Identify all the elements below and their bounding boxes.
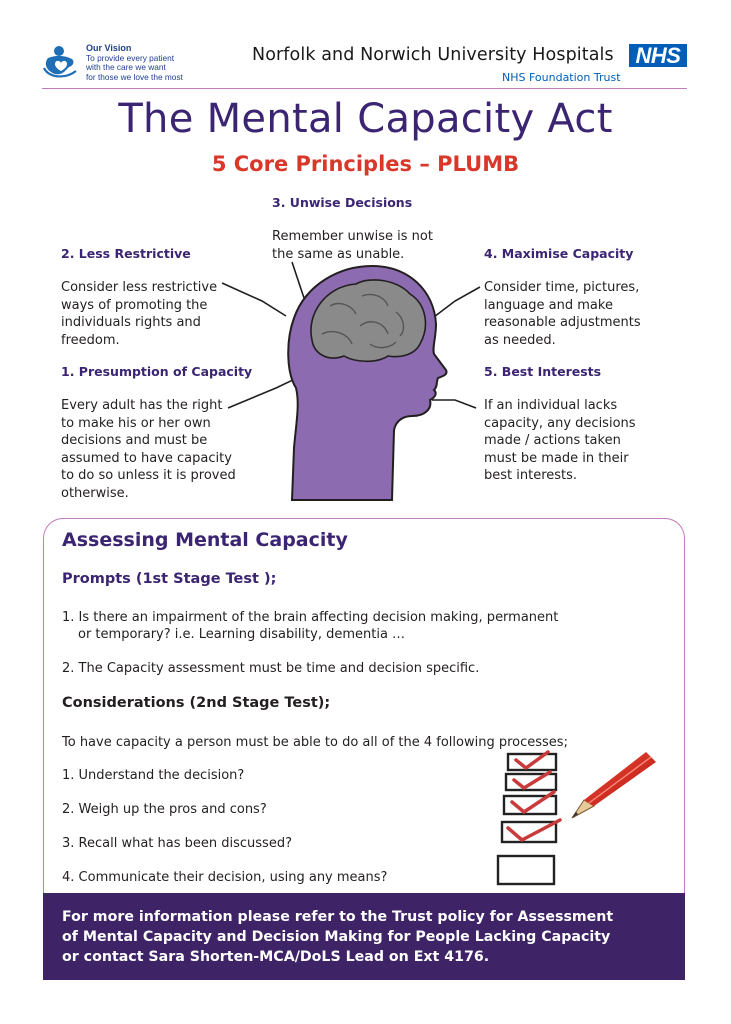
header-divider (42, 88, 687, 89)
vision-line: for those we love the most (86, 71, 183, 82)
vision-line: with the care we want (86, 62, 166, 72)
trust-name: NHS Foundation Trust (502, 71, 621, 84)
connector-line (432, 399, 477, 409)
brain-icon (310, 279, 427, 363)
page-title: The Mental Capacity Act (118, 96, 613, 142)
text-line: individuals rights and (61, 315, 201, 330)
considerations-intro: To have capacity a person must be able t… (62, 735, 568, 750)
principle-heading-maximise: 4. Maximise Capacity (484, 246, 634, 261)
process-item: 2. Weigh up the pros and cons? (62, 802, 267, 817)
footer-banner (43, 893, 685, 980)
principle-heading-unwise: 3. Unwise Decisions (272, 195, 413, 210)
footer-line: or contact Sara Shorten-MCA/DoLS Lead on… (62, 949, 490, 965)
organisation-name: Norfolk and Norwich University Hospitals (252, 45, 614, 65)
text-line: decisions and must be (61, 433, 208, 448)
principle-heading-presumption: 1. Presumption of Capacity (61, 364, 253, 379)
assessment-title: Assessing Mental Capacity (62, 529, 348, 551)
vision-statement: Our Vision To provide every patient with… (86, 43, 183, 82)
text-line: language and make (484, 297, 613, 313)
text-line: to do so unless it is proved (61, 468, 236, 483)
footer-line: For more information please refer to the… (62, 909, 614, 925)
text-line: reasonable adjustments (484, 315, 641, 330)
text-line: Every adult has the right (61, 398, 223, 413)
prompts-heading: Prompts (1st Stage Test ); (62, 571, 277, 587)
text-line: the same as unable. (272, 246, 405, 262)
connector-line (291, 261, 305, 299)
text-line: freedom. (61, 332, 120, 348)
principle-body-less-restrictive: Consider less restrictive ways of promot… (61, 279, 261, 349)
nhs-logo: NHS (629, 44, 687, 67)
text-line: otherwise. (61, 485, 129, 501)
page-subtitle: 5 Core Principles – PLUMB (211, 152, 520, 176)
checklist-pencil-icon (496, 750, 656, 886)
connector-line (221, 282, 287, 317)
connector-line (429, 286, 481, 321)
text-line: must be made in their (484, 450, 629, 466)
text-line: Consider less restrictive (61, 280, 218, 295)
text-line: Consider time, pictures, (484, 280, 640, 295)
process-item: 4. Communicate their decision, using any… (62, 870, 388, 885)
footer-text: For more information please refer to the… (62, 907, 672, 967)
text-line: as needed. (484, 332, 556, 348)
text-line: to make his or her own (61, 415, 211, 431)
text-line: ways of promoting the (61, 297, 208, 313)
assessment-panel (43, 518, 685, 902)
principle-body-presumption: Every adult has the right to make his or… (61, 397, 281, 502)
text-line: If an individual lacks (484, 398, 618, 413)
people-heart-icon (42, 46, 77, 78)
principle-body-maximise: Consider time, pictures, language and ma… (484, 279, 684, 349)
text-line: Remember unwise is not (272, 229, 433, 244)
prompt-item: 2. The Capacity assessment must be time … (62, 661, 480, 676)
text-line: assumed to have capacity (61, 450, 232, 466)
process-item: 1. Understand the decision? (62, 768, 245, 783)
principle-heading-less-restrictive: 2. Less Restrictive (61, 246, 191, 261)
vision-title: Our Vision (86, 43, 132, 53)
text-line: capacity, any decisions (484, 415, 636, 431)
prompt-item-continuation: or temporary? i.e. Learning disability, … (78, 627, 406, 642)
vision-line: To provide every patient (86, 52, 175, 63)
principle-heading-best-interests: 5. Best Interests (484, 364, 602, 379)
process-item: 3. Recall what has been discussed? (62, 836, 292, 851)
prompt-item: 1. Is there an impairment of the brain a… (62, 610, 559, 625)
text-line: made / actions taken (484, 433, 621, 448)
principle-body-best-interests: If an individual lacks capacity, any dec… (484, 397, 684, 485)
text-line: best interests. (484, 468, 578, 483)
principle-body-unwise: Remember unwise is not the same as unabl… (272, 228, 472, 263)
considerations-heading: Considerations (2nd Stage Test); (62, 695, 331, 711)
footer-line: of Mental Capacity and Decision Making f… (62, 929, 611, 945)
head-illustration (221, 261, 481, 501)
